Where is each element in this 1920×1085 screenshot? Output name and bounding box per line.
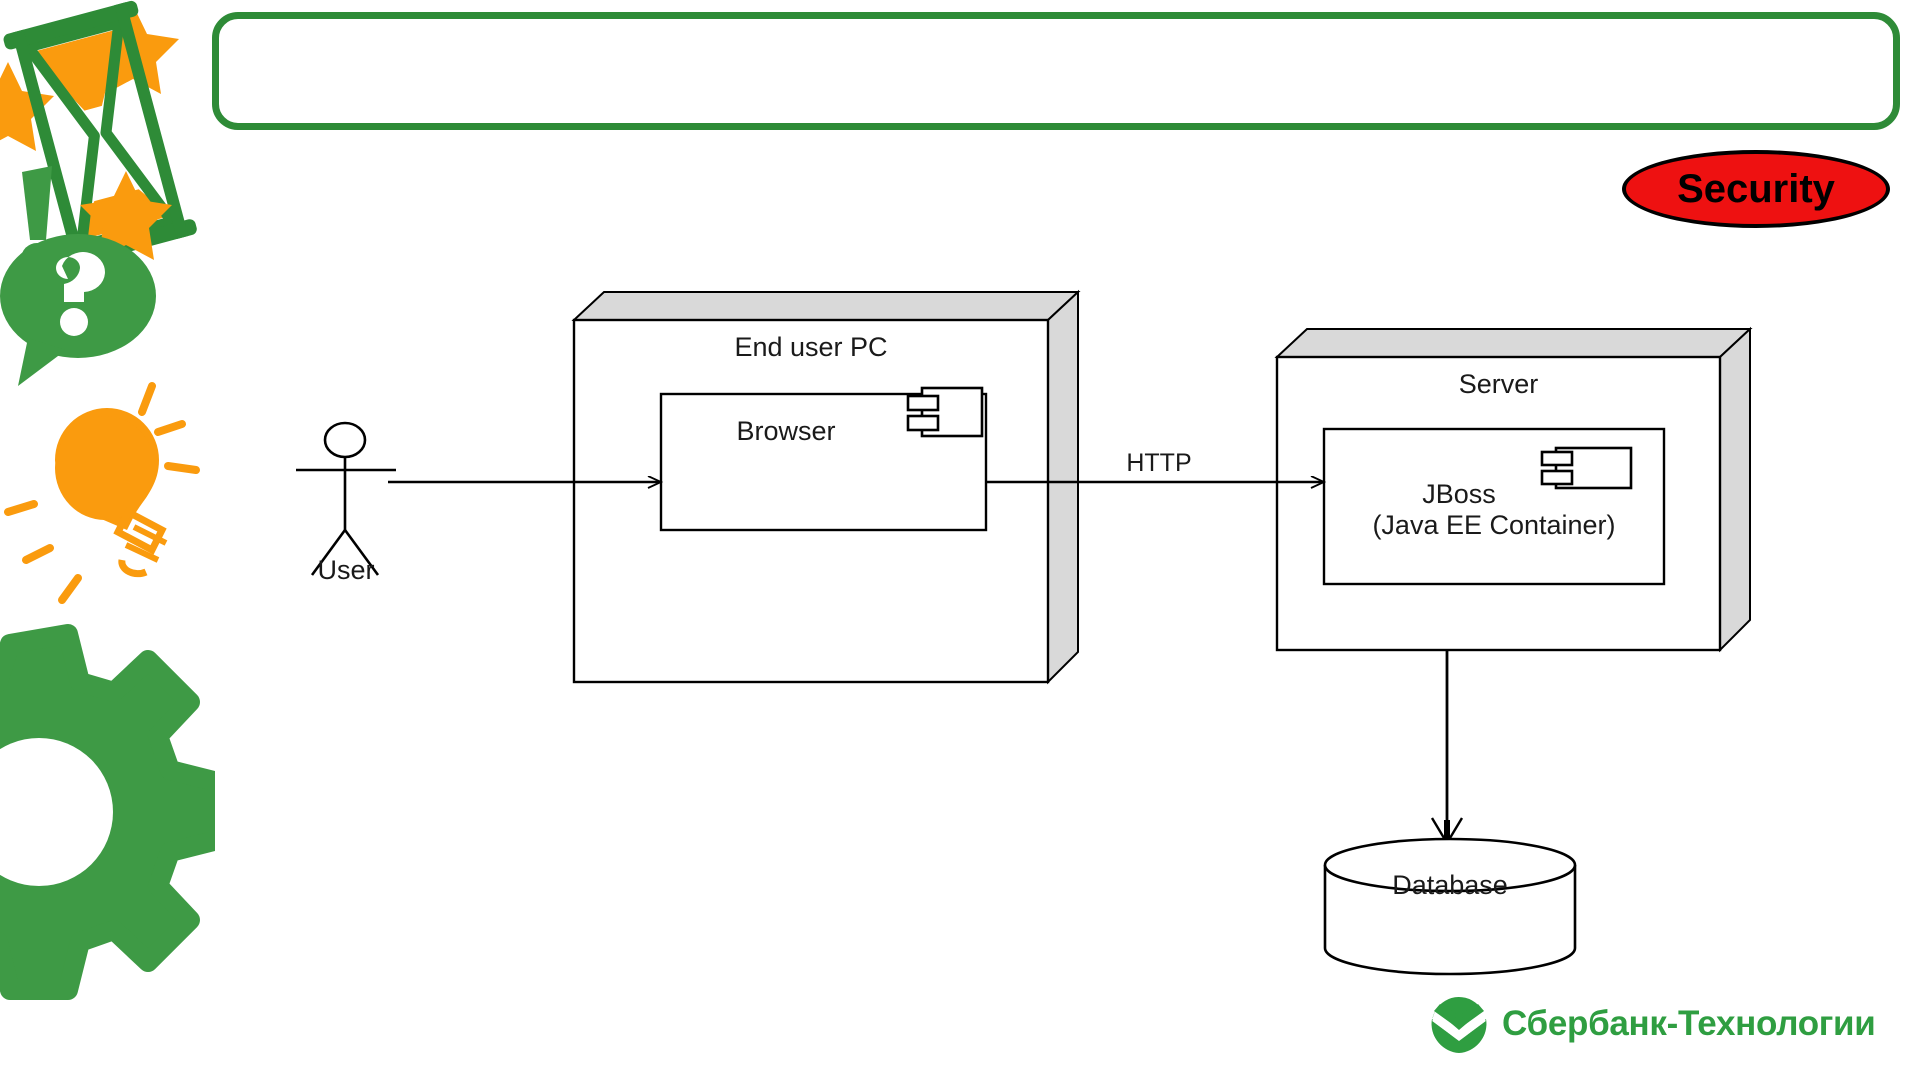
component-jboss (1322, 427, 1666, 586)
security-badge-label: Security (1677, 166, 1835, 211)
datastore-database (1323, 837, 1577, 976)
slide-title-box (212, 12, 1900, 130)
connection-http-label: HTTP (1126, 449, 1192, 477)
sberbank-mark-icon (1431, 997, 1487, 1053)
security-badge: Security (1622, 150, 1890, 228)
sberbank-technologies-logo-text: Сбербанк-Технологии (1502, 1004, 1876, 1043)
actor-user (296, 421, 396, 576)
actor-user-label: User (317, 555, 375, 585)
node-end-user-pc-label: End user PC (734, 332, 888, 362)
component-browser-label: Browser (736, 416, 836, 446)
datastore-database-label: Database (1392, 870, 1508, 900)
component-jboss-label-line1: JBoss (1422, 479, 1496, 509)
node-server-label: Server (1458, 369, 1539, 399)
sberbank-technologies-logo: Сбербанк-Технологии (1430, 995, 1876, 1053)
connection-jboss-to-database (1430, 650, 1464, 846)
component-jboss-label-line2: (Java EE Container) (1372, 510, 1616, 540)
component-browser (659, 386, 988, 532)
